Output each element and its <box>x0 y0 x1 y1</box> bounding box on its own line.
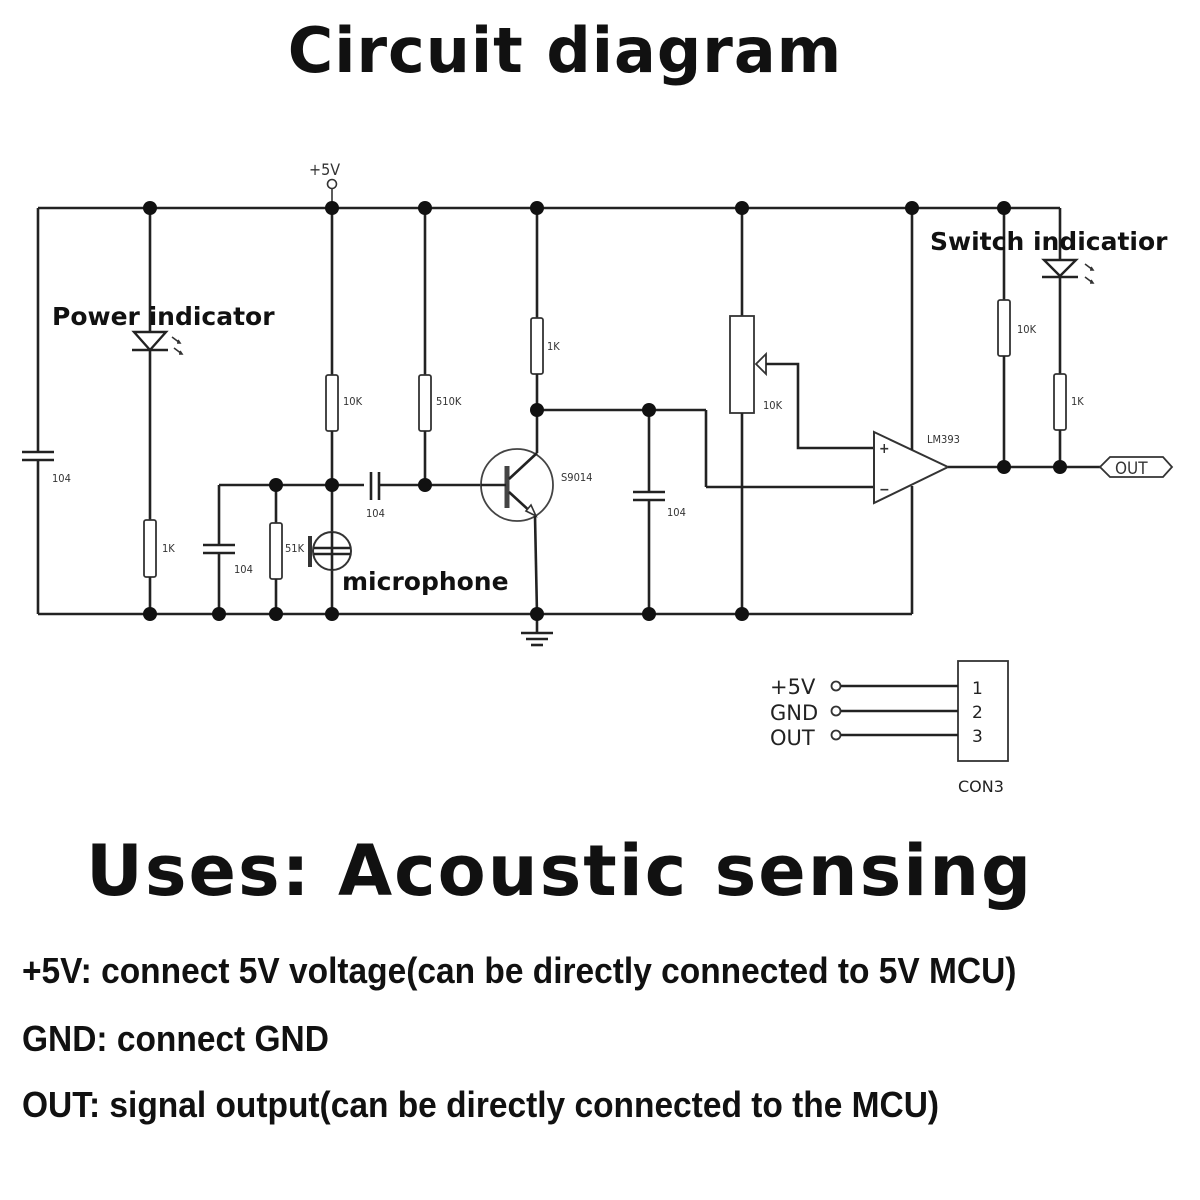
supply-label: +5V <box>309 160 340 179</box>
switch-indicator-branch: 10K 1K Switch indicatior <box>930 208 1168 467</box>
supply-terminal: +5V <box>309 160 340 208</box>
resistor-mic-bias-high <box>325 374 339 432</box>
pin-description-gnd: GND: connect GND <box>22 1018 329 1059</box>
mic-network: 104 51K 10K microphone 104 510K <box>203 208 509 614</box>
microphone-icon <box>308 531 352 571</box>
svg-text:104: 104 <box>366 507 385 520</box>
power-indicator-label: Power indicator <box>52 302 275 331</box>
led-icon <box>1041 258 1079 278</box>
svg-text:LM393: LM393 <box>927 433 960 446</box>
svg-text:104: 104 <box>667 506 686 519</box>
svg-text:51K: 51K <box>285 542 305 555</box>
resistor-power-led <box>143 519 157 578</box>
power-indicator-branch: 1K Power indicator <box>52 208 275 614</box>
svg-text:2: 2 <box>972 703 983 723</box>
svg-text:104: 104 <box>52 472 71 485</box>
connector-pin-3: OUT 3 <box>770 726 983 750</box>
svg-text:3: 3 <box>972 727 983 747</box>
svg-text:OUT: OUT <box>1115 459 1148 479</box>
connector-pin-2: GND 2 <box>770 701 983 725</box>
switch-indicator-label: Switch indicatior <box>930 227 1168 256</box>
svg-text:104: 104 <box>234 563 253 576</box>
microphone-label: microphone <box>342 567 509 596</box>
diagram-title: Circuit diagram <box>287 14 843 87</box>
npn-transistor-icon <box>480 448 554 522</box>
connector-con3: +5V 1 GND 2 OUT 3 CON3 <box>770 660 1009 796</box>
pin-description-5v: +5V: connect 5V voltage(can be directly … <box>22 950 1017 991</box>
svg-text:−: − <box>879 482 890 498</box>
resistor-base <box>418 374 432 432</box>
svg-text:1K: 1K <box>162 542 175 555</box>
svg-text:510K: 510K <box>436 395 462 408</box>
svg-text:1: 1 <box>972 679 983 699</box>
capacitor-c-left: 104 <box>22 208 71 614</box>
potentiometer: 10K <box>729 208 874 614</box>
resistor-mic-bias-low <box>269 522 283 580</box>
potentiometer-body <box>729 315 755 414</box>
transistor-stage: 1K S9014 104 <box>480 208 874 647</box>
out-port: OUT <box>1098 456 1174 479</box>
connector-pin-1: +5V 1 <box>770 675 983 699</box>
svg-text:+: + <box>879 441 890 457</box>
svg-text:S9014: S9014 <box>561 471 592 484</box>
led-icon <box>131 330 169 352</box>
uses-heading: Uses: Acoustic sensing <box>86 830 1034 912</box>
svg-text:OUT: OUT <box>770 726 815 750</box>
circuit-schematic: +5V 104 1K Power indicator 104 51K 10K <box>22 160 1174 796</box>
comparator-lm393: + − LM393 <box>873 208 1100 614</box>
junction-dots <box>143 201 1067 621</box>
svg-text:10K: 10K <box>763 399 783 412</box>
svg-text:10K: 10K <box>343 395 363 408</box>
resistor-switch-led <box>1053 373 1067 431</box>
svg-text:1K: 1K <box>547 340 560 353</box>
pin-description-out: OUT: signal output(can be directly conne… <box>22 1084 940 1125</box>
resistor-pullup <box>997 299 1011 357</box>
svg-text:GND: GND <box>770 701 818 725</box>
svg-text:+5V: +5V <box>770 675 816 699</box>
resistor-collector <box>530 317 544 375</box>
svg-text:1K: 1K <box>1071 395 1084 408</box>
svg-text:10K: 10K <box>1017 323 1037 336</box>
connector-name: CON3 <box>958 777 1004 796</box>
